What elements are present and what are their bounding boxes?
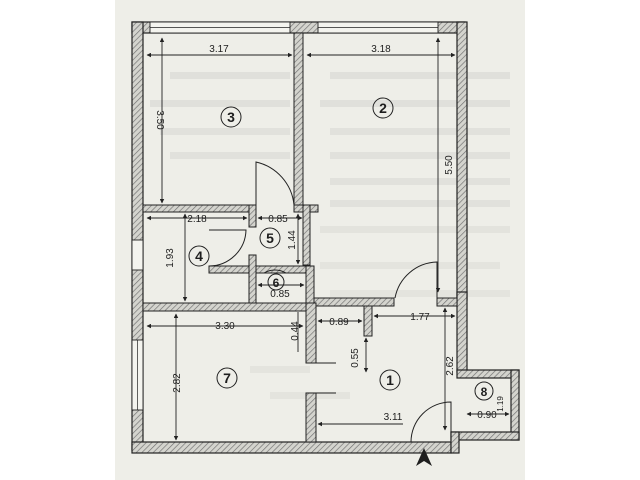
room-numbers: 3 2 5 4 6 7 1 8 — [195, 100, 488, 399]
doors — [208, 161, 452, 443]
room-number-6: 6 — [273, 276, 280, 290]
dim-label-3-11: 3.11 — [384, 412, 403, 423]
dim-label-5-50: 5.50 — [444, 155, 455, 175]
dim-label-3-18: 3.18 — [371, 44, 391, 55]
room-markers — [188, 97, 494, 401]
dim-label-3-30: 3.30 — [215, 321, 235, 332]
room-number-7: 7 — [223, 370, 231, 386]
dim-label-1-93: 1.93 — [165, 248, 176, 268]
dim-label-3-50: 3.50 — [154, 110, 165, 130]
room-number-1: 1 — [386, 372, 394, 388]
dim-label-2-62: 2.62 — [445, 356, 456, 376]
dim-label-0-90: 0.90 — [477, 410, 497, 421]
bleed-through-texture — [150, 72, 510, 399]
dim-label-0-44: 0.44 — [290, 321, 301, 341]
exterior-walls — [131, 21, 520, 454]
dim-label-2-82: 2.82 — [172, 373, 183, 393]
room-number-3: 3 — [227, 109, 235, 125]
room-number-2: 2 — [379, 100, 387, 116]
dimension-labels: 3.17 3.18 3.50 5.50 2.18 0.85 1.44 1.93 … — [154, 44, 505, 423]
dim-label-0-85-bottom: 0.85 — [270, 289, 290, 300]
dim-label-2-18: 2.18 — [187, 214, 207, 225]
dim-label-0-89: 0.89 — [329, 317, 349, 328]
room-number-5: 5 — [266, 230, 274, 246]
dim-label-0-55: 0.55 — [350, 348, 361, 368]
dimension-lines — [146, 37, 512, 441]
windows — [131, 21, 439, 411]
interior-walls — [142, 32, 458, 443]
dim-label-0-85-top: 0.85 — [268, 214, 288, 225]
dim-label-3-17: 3.17 — [209, 44, 229, 55]
north-arrow-icon — [416, 448, 432, 466]
dim-label-1-44: 1.44 — [287, 230, 298, 250]
room-number-8: 8 — [481, 385, 488, 399]
room-number-4: 4 — [195, 248, 203, 264]
dim-label-1-19: 1.19 — [496, 396, 505, 412]
dim-label-1-77: 1.77 — [410, 312, 430, 323]
